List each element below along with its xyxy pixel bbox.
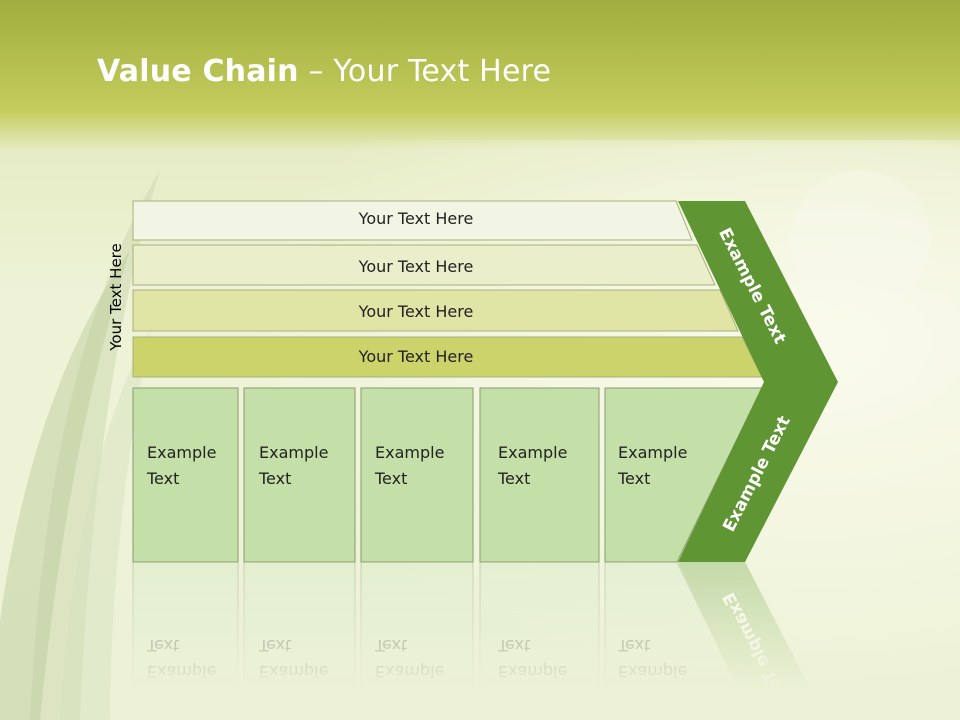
column-3-box (360, 387, 474, 563)
reflection-col-5-line2: Text (617, 636, 650, 655)
reflection-col-3-line2: Text (374, 636, 407, 655)
band-2-shape (132, 244, 716, 286)
reflection-col-4-line2: Text (497, 636, 530, 655)
column-2-line1: Example (259, 443, 328, 462)
diagram-reflection: Example Text Example Text Example Text E… (132, 561, 827, 720)
reflection-col-4-line1: Example (498, 662, 567, 681)
reflection-col-5-line1: Example (618, 662, 687, 681)
reflection-col-2-line2: Text (258, 636, 291, 655)
chevron-shape (678, 201, 838, 562)
column-1-line2: Text (146, 469, 179, 488)
band-2-label: Your Text Here (358, 257, 474, 276)
band-1-shape (132, 200, 693, 241)
column-4-line2: Text (497, 469, 530, 488)
reflection-col-1-line2: Text (146, 636, 179, 655)
title-bold: Value Chain (97, 54, 299, 89)
reflection-col-3-line1: Example (375, 662, 444, 681)
column-2-box (243, 387, 356, 563)
band-1-label: Your Text Here (358, 209, 474, 228)
column-4-box (479, 387, 600, 563)
column-5-line1: Example (618, 443, 687, 462)
column-1-line1: Example (147, 443, 216, 462)
band-3-shape (132, 289, 739, 332)
column-4-line1: Example (498, 443, 567, 462)
column-1-box (132, 387, 239, 563)
column-3-line2: Text (374, 469, 407, 488)
band-4-label: Your Text Here (358, 347, 474, 366)
column-3-line1: Example (375, 443, 444, 462)
page-title: Value Chain – Your Text Here (97, 54, 551, 89)
title-rest: – Your Text Here (298, 54, 552, 89)
column-2-line2: Text (258, 469, 291, 488)
column-5-line2: Text (617, 469, 650, 488)
reflection-col-1-line1: Example (147, 662, 216, 681)
band-3-label: Your Text Here (358, 302, 474, 321)
reflection-col-2-line1: Example (259, 662, 328, 681)
